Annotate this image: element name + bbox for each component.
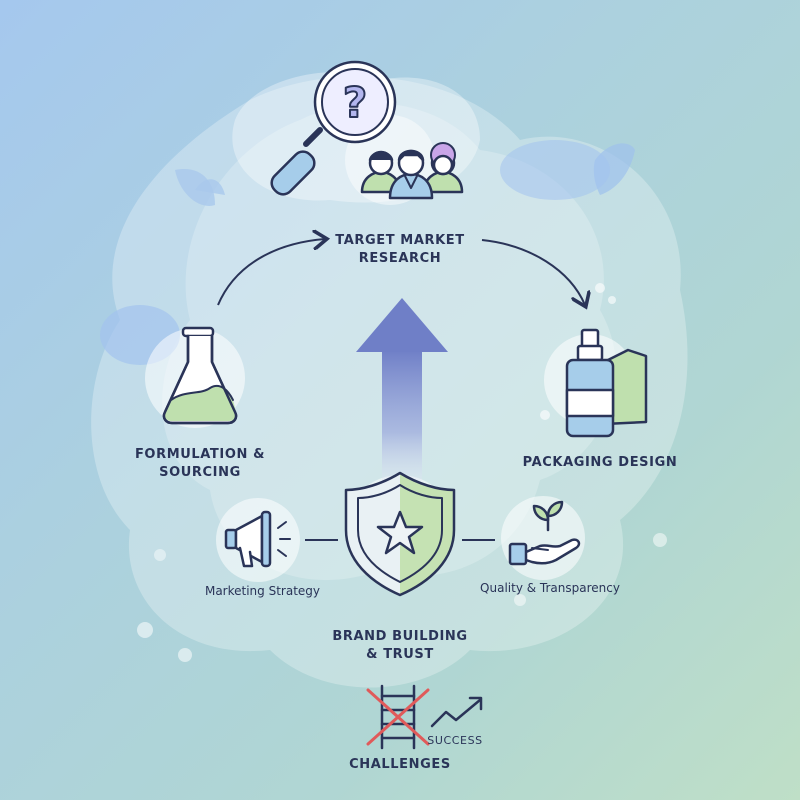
success-label: SUCCESS [427,734,483,747]
bubble [154,549,166,561]
marketing-strategy-label: Marketing Strategy [204,584,321,598]
bubble [595,283,605,293]
trend-up-icon [430,696,483,728]
bubble [178,648,192,662]
crossed-ladder-icon [366,684,430,750]
right-blue-blob [500,140,610,200]
packaging-design-label: PACKAGING DESIGN [522,455,678,470]
arrow-research-to-packaging [481,239,585,305]
formulation-sourcing-label: FORMULATION & SOURCING [134,447,266,480]
bubble [514,594,526,606]
left-leaf-shape [175,169,215,206]
bubble [540,410,550,420]
shield-star-icon [344,471,456,597]
flask-icon [162,326,238,425]
magnifier-people-icon: ? [270,60,464,200]
megaphone-icon [224,510,291,568]
bubble [137,622,153,638]
left-leaf-shape-2 [195,179,225,195]
bubble [608,296,616,304]
bottle-box-icon [565,328,648,438]
bubble [653,533,667,547]
hand-plant-icon [508,500,581,566]
target-market-research-label: TARGET MARKET RESEARCH [335,233,465,266]
arrow-formulation-to-research [217,239,325,306]
svg-text:?: ? [343,78,367,127]
quality-transparency-label: Quality & Transparency [480,581,620,595]
brand-building-trust-label: BRAND BUILDING & TRUST [332,629,468,662]
challenges-label: CHALLENGES [349,757,451,772]
